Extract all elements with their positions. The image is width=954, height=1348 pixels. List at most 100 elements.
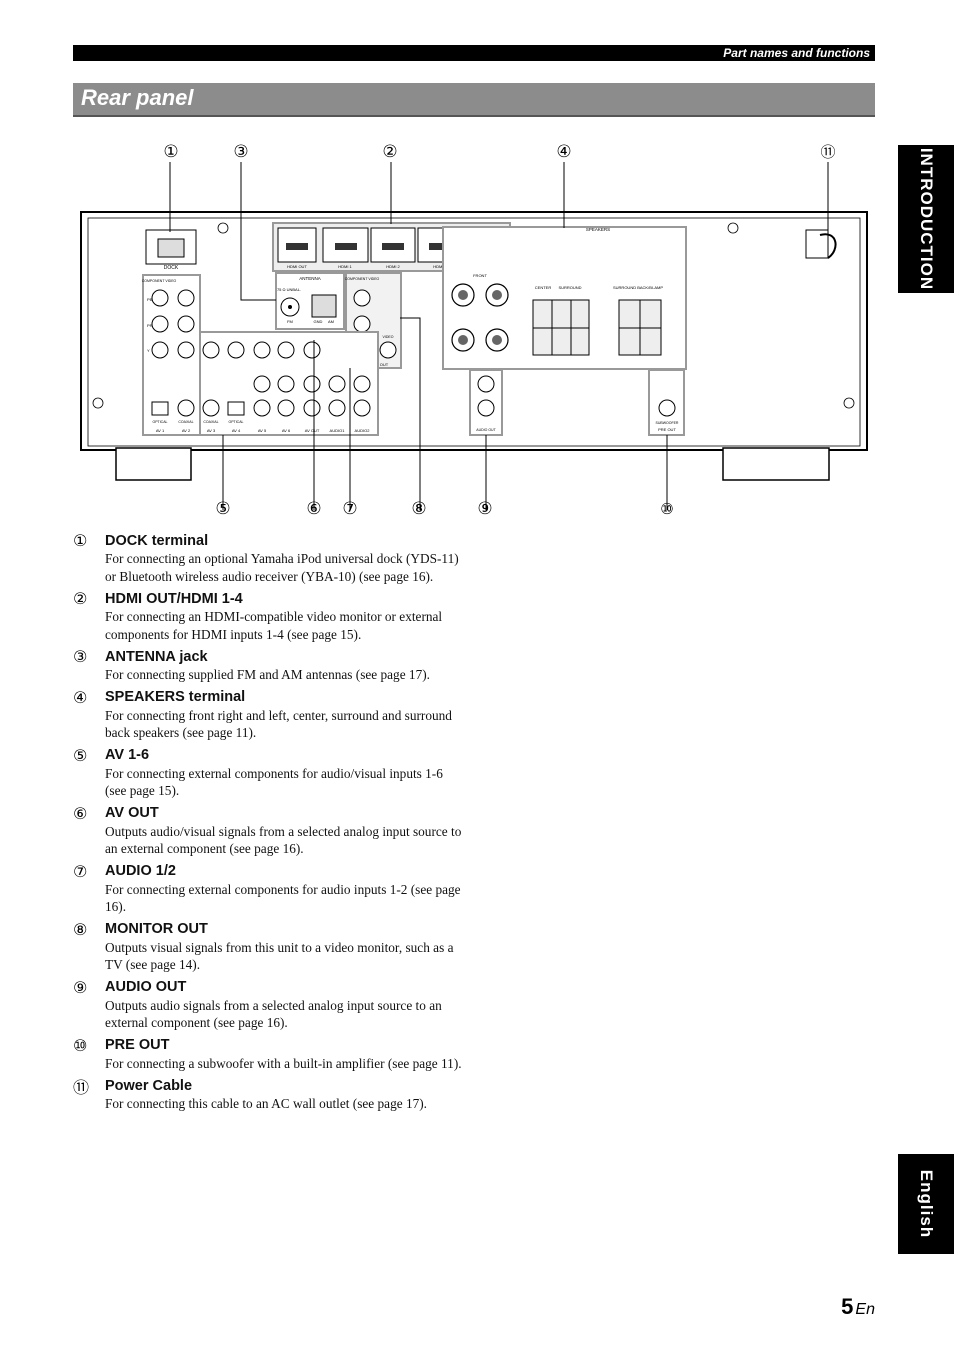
entry-text: For connecting supplied FM and AM antenn… bbox=[105, 667, 430, 682]
label-hdmi3: HDMI 3 bbox=[433, 264, 447, 269]
rear-panel-drawing: DOCK HDMI OUT HDMI 1 HDMI 2 HDMI 3 HDMI … bbox=[80, 162, 868, 510]
entry-title: AUDIO 1/2 bbox=[105, 863, 176, 879]
entry-text: For connecting external components for a… bbox=[105, 765, 443, 799]
callout-2: ② bbox=[382, 142, 398, 162]
side-tab-english-label: English bbox=[917, 1169, 936, 1239]
section-header: Part names and functions bbox=[73, 45, 875, 61]
entry-title: AV OUT bbox=[105, 805, 159, 821]
entry-title: SPEAKERS terminal bbox=[105, 689, 246, 705]
entry-av-inputs: ⑤ AV 1-6 For connecting external componen… bbox=[73, 746, 463, 800]
page-title: Rear panel bbox=[81, 85, 194, 110]
label-component-video-out: COMPONENT VIDEO bbox=[345, 277, 380, 281]
entry-number: ⑩ bbox=[73, 1035, 88, 1055]
entry-number: ④ bbox=[73, 687, 88, 707]
entry-text: Outputs audio signals from a selected an… bbox=[105, 997, 442, 1031]
label-fm: FM bbox=[287, 319, 293, 324]
label-component-video-in: COMPONENT VIDEO bbox=[142, 279, 177, 283]
label-coaxial-2: COAXIAL bbox=[178, 420, 193, 424]
entry-pre-out: ⑩ PRE OUT For connecting a subwoofer with… bbox=[73, 1036, 463, 1073]
entry-number: ① bbox=[73, 531, 88, 550]
label-av2: AV 2 bbox=[182, 428, 191, 433]
entry-number: ⑪ bbox=[73, 1077, 90, 1097]
page-language: En bbox=[855, 1301, 875, 1318]
entry-text: For connecting an optional Yamaha iPod u… bbox=[105, 551, 459, 584]
label-av3: AV 3 bbox=[207, 428, 216, 433]
entry-speakers: ④ SPEAKERS terminal For connecting front … bbox=[73, 688, 463, 742]
entry-number: ⑦ bbox=[73, 861, 88, 881]
entry-title: AUDIO OUT bbox=[105, 979, 187, 995]
label-gnd: GND bbox=[314, 319, 323, 324]
label-av5: AV 5 bbox=[258, 428, 267, 433]
label-pb: PB bbox=[147, 297, 153, 302]
page-number-value: 5 bbox=[841, 1294, 854, 1319]
entry-text: For connecting a subwoofer with a built-… bbox=[105, 1055, 462, 1071]
label-hdmi-out: HDMI OUT bbox=[287, 264, 307, 269]
entry-text: For connecting front right and left, cen… bbox=[105, 707, 452, 741]
callout-9: ⑨ bbox=[477, 499, 493, 519]
entry-number: ⑨ bbox=[73, 977, 88, 997]
label-hdmi1: HDMI 1 bbox=[338, 264, 352, 269]
entry-hdmi: ② HDMI OUT/HDMI 1-4 For connecting an HDM… bbox=[73, 589, 463, 643]
entry-number: ⑤ bbox=[73, 745, 88, 765]
label-dock: DOCK bbox=[164, 265, 179, 271]
label-av6: AV 6 bbox=[282, 428, 291, 433]
entry-antenna: ③ ANTENNA jack For connecting supplied FM… bbox=[73, 647, 463, 684]
label-front: FRONT bbox=[473, 273, 487, 278]
label-optical-1: OPTICAL bbox=[153, 420, 168, 424]
entry-title: Power Cable bbox=[105, 1077, 193, 1094]
side-tab-introduction[interactable]: INTRODUCTION bbox=[898, 145, 954, 293]
entry-number: ② bbox=[73, 589, 88, 608]
label-audio2: AUDIO2 bbox=[355, 428, 371, 433]
entry-dock: ① DOCK terminal For connecting an optiona… bbox=[73, 531, 463, 585]
callout-11: ⑪ bbox=[820, 143, 836, 161]
label-pr: PR bbox=[147, 323, 153, 328]
side-tab-english[interactable]: English bbox=[898, 1154, 954, 1254]
entry-number: ③ bbox=[73, 647, 88, 666]
label-video: VIDEO bbox=[383, 335, 394, 339]
callout-1: ① bbox=[163, 142, 179, 162]
entry-text: For connecting this cable to an AC wall … bbox=[105, 1096, 427, 1111]
entry-number: ⑥ bbox=[73, 803, 88, 823]
entry-av-out: ⑥ AV OUT Outputs audio/visual signals fro… bbox=[73, 804, 463, 858]
label-speakers: SPEAKERS bbox=[586, 227, 610, 232]
label-audio1: AUDIO1 bbox=[330, 428, 346, 433]
entry-title: AV 1-6 bbox=[105, 747, 150, 763]
label-antenna: ANTENNA bbox=[299, 276, 321, 281]
entry-audio-out: ⑨ AUDIO OUT Outputs audio signals from a … bbox=[73, 978, 463, 1032]
rear-panel-diagram: ① ③ ② ④ ⑪ ⑤ ⑥ ⑦ ⑧ ⑨ ⑩ DOCK bbox=[78, 140, 870, 530]
part-descriptions: ① DOCK terminal For connecting an optiona… bbox=[73, 531, 463, 1117]
entry-power-cable: ⑪ Power Cable For connecting this cable t… bbox=[73, 1076, 463, 1113]
entry-title: HDMI OUT/HDMI 1-4 bbox=[105, 590, 243, 607]
callout-4: ④ bbox=[556, 142, 572, 162]
entry-text: Outputs audio/visual signals from a sele… bbox=[105, 823, 462, 857]
page-title-bar: Rear panel bbox=[73, 83, 875, 117]
label-unbal: 75 Ω UNBAL. bbox=[277, 287, 301, 292]
label-av1: AV 1 bbox=[156, 428, 165, 433]
callout-8: ⑧ bbox=[411, 499, 427, 519]
label-surround-back: SURROUND BACK/BI-AMP bbox=[613, 285, 663, 290]
entry-text: Outputs visual signals from this unit to… bbox=[105, 939, 454, 973]
label-y: Y bbox=[147, 348, 150, 353]
entry-monitor-out: ⑧ MONITOR OUT Outputs visual signals from… bbox=[73, 920, 463, 974]
callout-3: ③ bbox=[233, 142, 249, 162]
entry-title: MONITOR OUT bbox=[105, 921, 208, 937]
entry-text: For connecting an HDMI-compatible video … bbox=[105, 609, 443, 642]
side-tab-intro-label: INTRODUCTION bbox=[917, 147, 936, 291]
entry-number: ⑧ bbox=[73, 919, 88, 939]
label-av-out: AV OUT bbox=[305, 428, 320, 433]
label-optical-4: OPTICAL bbox=[229, 420, 244, 424]
entry-title: PRE OUT bbox=[105, 1037, 170, 1053]
label-subwoofer: SUBWOOFER bbox=[656, 421, 679, 425]
label-center: CENTER bbox=[535, 285, 552, 290]
label-av4: AV 4 bbox=[232, 428, 241, 433]
label-pre-out: PRE OUT bbox=[658, 427, 676, 432]
label-coaxial-3: COAXIAL bbox=[203, 420, 218, 424]
label-audio-out: AUDIO OUT bbox=[476, 428, 496, 432]
label-hdmi2: HDMI 2 bbox=[386, 264, 400, 269]
entry-title: DOCK terminal bbox=[105, 532, 209, 549]
label-surround: SURROUND bbox=[558, 285, 581, 290]
label-am: AM bbox=[328, 319, 334, 324]
entry-title: ANTENNA jack bbox=[105, 648, 208, 665]
